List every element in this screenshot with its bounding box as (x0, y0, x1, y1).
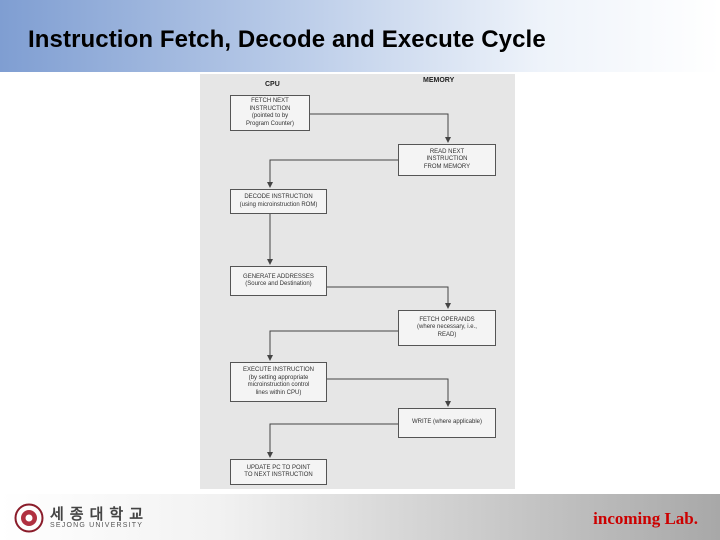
step-write: WRITE (where applicable) (398, 408, 496, 438)
university-name-korean: 세종대학교 (50, 506, 150, 523)
step-fetch-instruction: FETCH NEXT INSTRUCTION (pointed to by Pr… (230, 95, 310, 131)
flowchart-figure: CPU MEMORY FETCH NEXT INSTRUCTION (point… (200, 74, 515, 489)
step-fetch-operands: FETCH OPERANDS (where necessary, i.e., R… (398, 310, 496, 346)
connector-write-update (267, 423, 398, 458)
connector-fetch-read (310, 113, 451, 143)
step-update-pc: UPDATE PC TO POINT TO NEXT INSTRUCTION (230, 459, 327, 485)
title-bar (0, 0, 720, 72)
memory-column-heading: MEMORY (423, 77, 455, 84)
university-seal-icon (14, 503, 44, 533)
flowchart-connectors (267, 113, 451, 458)
step-read-instruction: READ NEXT INSTRUCTION FROM MEMORY (398, 144, 496, 176)
connector-operands-execute (267, 330, 398, 361)
step-generate-addresses: GENERATE ADDRESSES (Source and Destinati… (230, 266, 327, 296)
connector-read-decode (267, 159, 398, 188)
step-execute-instruction: EXECUTE INSTRUCTION (by setting appropri… (230, 362, 327, 402)
footer-bar (0, 494, 720, 540)
connector-execute-write (310, 378, 451, 407)
step-decode-instruction: DECODE INSTRUCTION (using microinstructi… (230, 189, 327, 214)
connector-generate-operands (310, 286, 451, 309)
lab-name: incoming Lab. (593, 509, 698, 528)
slide-title: Instruction Fetch, Decode and Execute Cy… (28, 26, 546, 53)
cpu-column-heading: CPU (265, 81, 280, 88)
university-name-english: SEJONG UNIVERSITY (50, 522, 144, 529)
